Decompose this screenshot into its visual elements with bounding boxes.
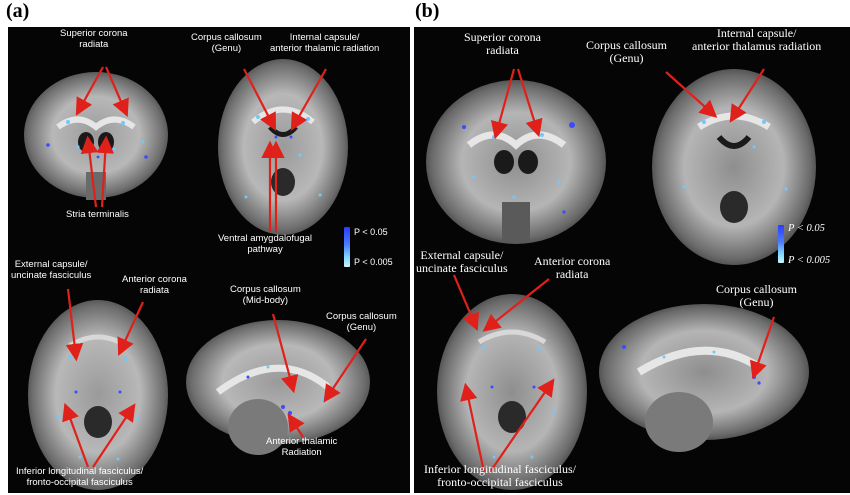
label-a-anterior-corona-radiata: Anterior corona radiata [122, 274, 187, 296]
legend-a-colorbar [344, 227, 350, 267]
label-b-anterior-corona-radiata: Anterior corona radiata [534, 254, 611, 282]
panel-a-brain-slices [24, 59, 370, 490]
coronal-slice-a [24, 72, 168, 200]
legend-a: P < 0.05 P < 0.005 [344, 227, 408, 271]
label-b-corpus-callosum-genu: Corpus callosum (Genu) [586, 38, 667, 66]
legend-b-colorbar [778, 225, 784, 263]
label-b-internal-capsule: Internal capsule/ anterior thalamus radi… [692, 27, 822, 54]
label-a-anterior-thalamic-radiation: Anterior thalamic Radiation [266, 436, 338, 458]
panel-b-brain-slices [426, 68, 816, 490]
label-a-inferior-longitudinal: Inferior longitudinal fasciculus/ fronto… [16, 466, 144, 488]
sagittal-slice-a [186, 320, 370, 455]
legend-b: P < 0.05 P < 0.005 [778, 223, 848, 269]
panel-b-figure: Superior corona radiata Corpus callosum … [414, 27, 850, 493]
panel-a-figure: Superior corona radiata Corpus callosum … [8, 27, 410, 493]
label-a-superior-corona-radiata: Superior corona radiata [60, 28, 128, 50]
panel-a-arrows [62, 66, 367, 468]
label-a-stria-terminalis: Stria terminalis [66, 209, 129, 220]
panel-a-label: (a) [6, 0, 30, 22]
legend-b-high: P < 0.05 [788, 223, 825, 234]
label-a-corpus-callosum-genu-2: Corpus callosum (Genu) [326, 311, 397, 333]
label-b-superior-corona-radiata: Superior corona radiata [464, 30, 541, 58]
coronal-slice-b [426, 80, 606, 244]
axial-slice-a-top [218, 59, 348, 235]
label-b-inferior-longitudinal: Inferior longitudinal fasciculus/ fronto… [424, 462, 576, 490]
panel-b-arrows [452, 68, 776, 473]
legend-b-low: P < 0.005 [788, 255, 831, 266]
label-b-external-capsule: External capsule/ uncinate fasciculus [416, 248, 508, 276]
label-a-corpus-callosum-midbody: Corpus callosum (Mid-body) [230, 284, 301, 306]
panel-b-label: (b) [415, 0, 440, 22]
label-a-internal-capsule: Internal capsule/ anterior thalamic radi… [270, 32, 380, 54]
label-a-ventral-amygdalofugal: Ventral amygdalofugal pathway [218, 233, 313, 255]
label-a-corpus-callosum-genu: Corpus callosum (Genu) [191, 32, 262, 54]
legend-a-high: P < 0.05 [354, 227, 388, 237]
label-a-external-capsule: External capsule/ uncinate fasciculus [11, 259, 92, 281]
axial-slice-b-bottom [437, 294, 587, 490]
sagittal-slice-b [599, 304, 809, 452]
label-b-corpus-callosum-genu-2: Corpus callosum (Genu) [716, 282, 797, 310]
legend-a-low: P < 0.005 [354, 257, 393, 267]
axial-slice-a-bottom [28, 300, 168, 490]
